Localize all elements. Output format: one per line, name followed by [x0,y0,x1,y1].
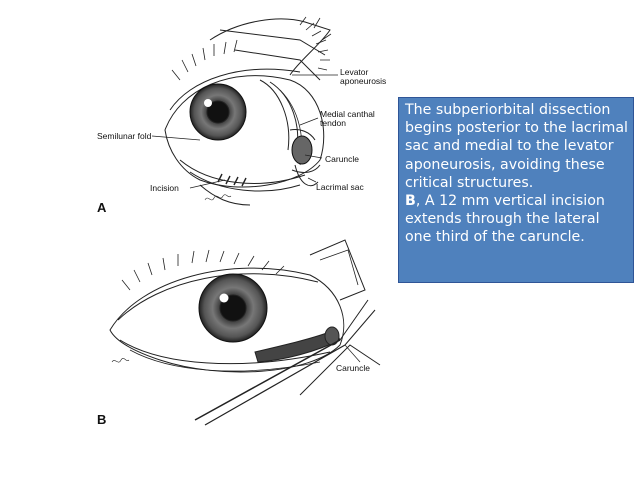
caption-part-a: The subperiorbital dissection begins pos… [405,102,628,191]
label-levator: Levator [340,67,369,77]
label-semilunar-fold: Semilunar fold [97,131,152,141]
label-lacrimal-sac: Lacrimal sac [316,182,364,192]
label-incision: Incision [150,183,179,193]
panel-a-letter: A [97,200,107,215]
label-medial-canthal: Medial canthal [320,109,375,119]
label-caruncle-a: Caruncle [325,154,360,164]
panel-b-letter: B [97,412,107,427]
caption-part-b-letter: B [405,193,416,210]
label-tendon: tendon [320,118,346,128]
panel-a-drawing [151,16,338,206]
label-caruncle-b: Caruncle [336,363,371,373]
label-aponeurosis: aponeurosis [340,76,387,86]
caption-box: The subperiorbital dissection begins pos… [398,97,634,283]
panel-b-drawing [109,239,381,426]
caption-part-b: , A 12 mm vertical incision extends thro… [405,193,605,246]
